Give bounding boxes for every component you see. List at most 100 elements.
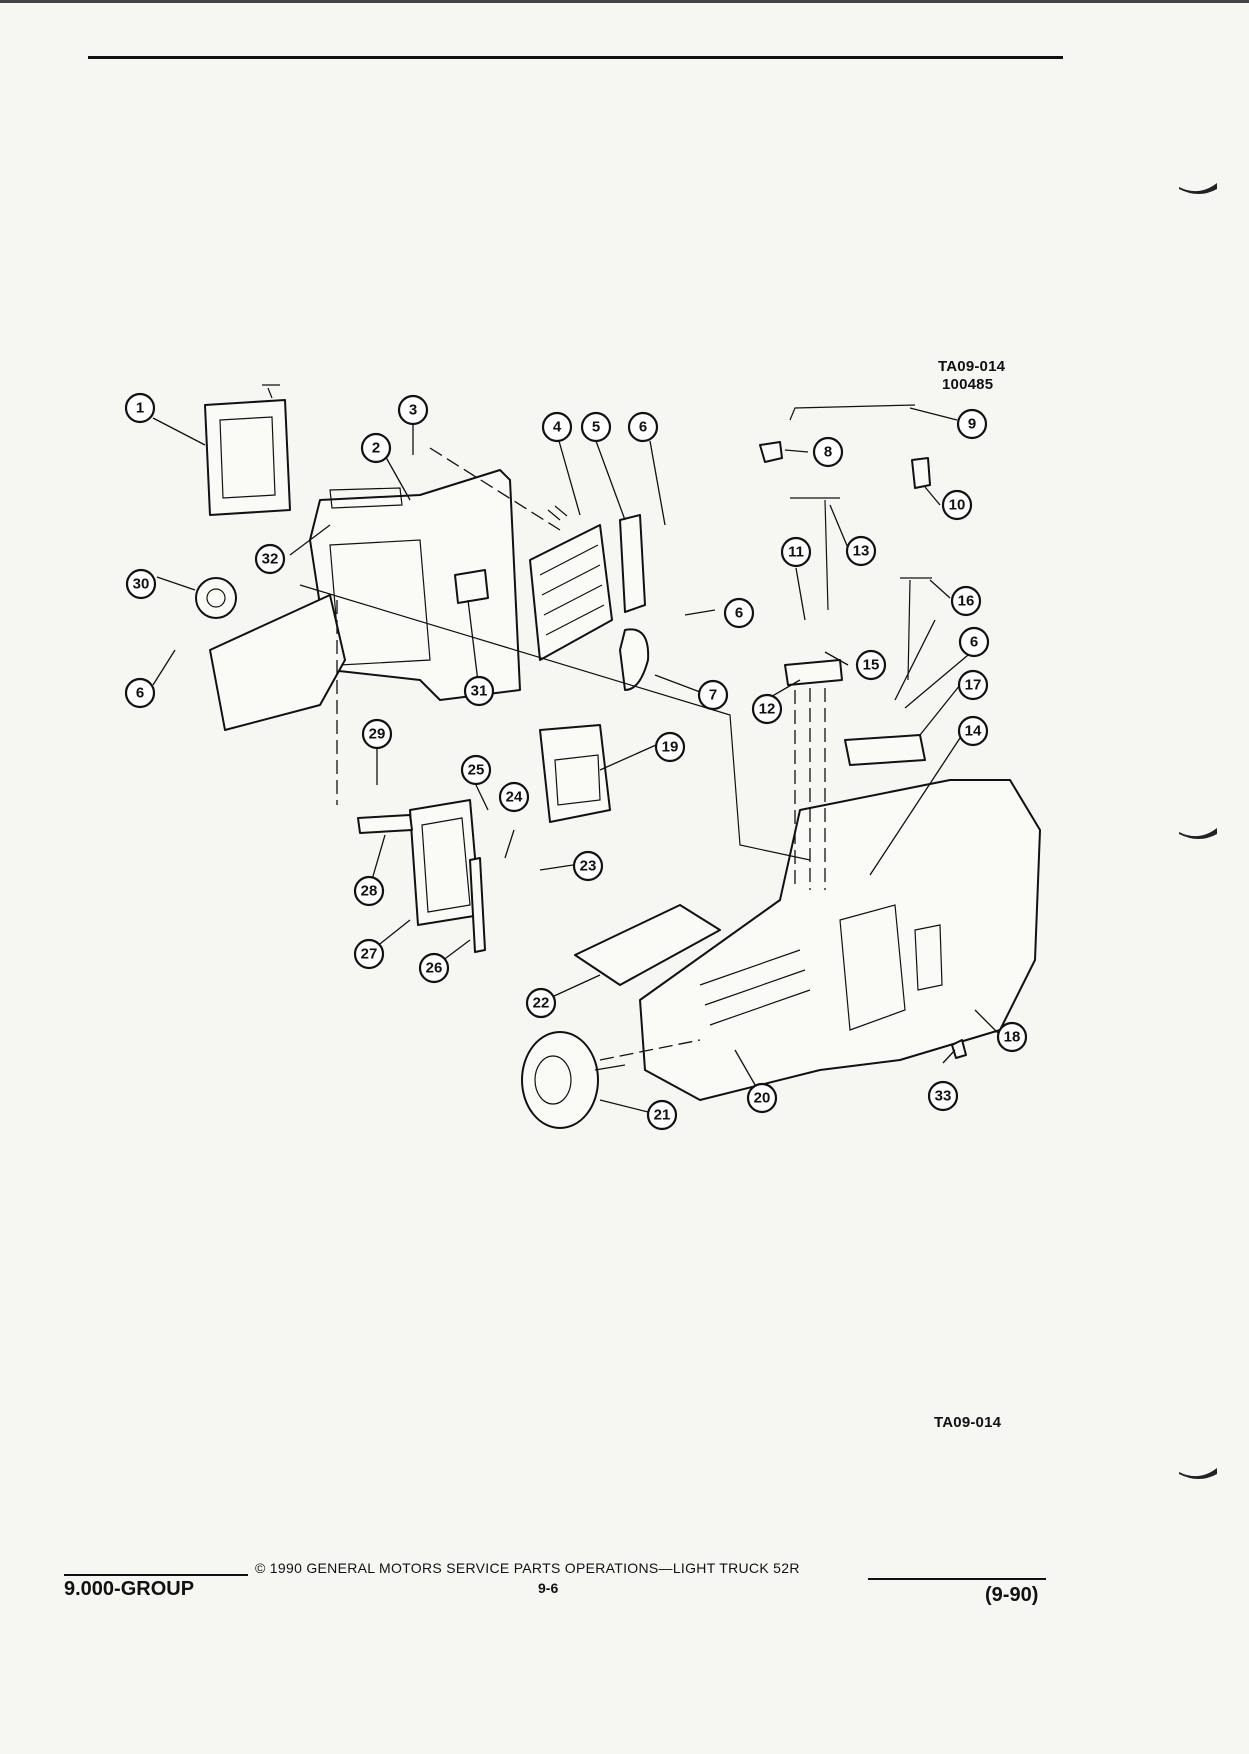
callout-16: 16 (950, 585, 982, 617)
binder-hole-mark (1179, 1468, 1217, 1479)
callout-3: 3 (397, 394, 429, 426)
figure-code: TA09-014 (938, 358, 1006, 375)
svg-text:27: 27 (361, 946, 378, 963)
callout-6-top: 6 (627, 411, 659, 443)
part-17-bracket (844, 734, 926, 766)
part-1-door (204, 384, 291, 516)
leader-dashed (599, 1039, 701, 1061)
binder-hole-mark (1179, 828, 1217, 839)
callout-5: 5 (580, 411, 612, 443)
svg-text:21: 21 (654, 1107, 671, 1124)
callout-29: 29 (361, 718, 393, 750)
footer-date: (9-90) (985, 1584, 1039, 1606)
callout-30: 30 (125, 568, 157, 600)
part-18-housing (639, 779, 1041, 1101)
svg-text:6: 6 (136, 685, 144, 702)
part-9-rod (789, 404, 916, 421)
svg-text:26: 26 (426, 960, 443, 977)
part-13-rod (790, 497, 840, 611)
svg-text:2: 2 (372, 440, 380, 457)
callout-12: 12 (751, 693, 783, 725)
svg-text:17: 17 (965, 677, 982, 694)
part-22-tray (574, 904, 721, 986)
footer-group-rule (64, 1574, 248, 1576)
svg-text:6: 6 (970, 634, 978, 651)
footer-copyright: © 1990 GENERAL MOTORS SERVICE PARTS OPER… (255, 1560, 800, 1576)
callout-33: 33 (927, 1080, 959, 1112)
binder-hole-mark (1179, 183, 1217, 194)
callout-22: 22 (525, 987, 557, 1019)
svg-text:1: 1 (136, 400, 144, 417)
svg-text:31: 31 (471, 683, 488, 700)
part-16-rod (900, 577, 932, 681)
callout-24: 24 (498, 781, 530, 813)
svg-text:30: 30 (133, 576, 150, 593)
part-5-seal (619, 514, 646, 613)
part-28-plate (357, 814, 413, 834)
svg-text:23: 23 (580, 858, 597, 875)
svg-text:11: 11 (788, 544, 804, 561)
footer-copyright-rule (868, 1578, 1046, 1580)
part-30-plate (195, 577, 346, 731)
svg-text:12: 12 (759, 701, 776, 718)
part-7-lever (619, 628, 650, 691)
callout-8: 8 (812, 436, 844, 468)
page-top-edge (0, 0, 1249, 3)
svg-text:25: 25 (468, 762, 485, 779)
callout-2: 2 (360, 432, 392, 464)
figure-number: 100485 (942, 376, 994, 393)
svg-text:22: 22 (533, 995, 550, 1012)
callout-14: 14 (957, 715, 989, 747)
callout-19: 19 (654, 731, 686, 763)
callout-1: 1 (124, 392, 156, 424)
svg-text:5: 5 (592, 419, 600, 436)
svg-text:32: 32 (262, 551, 279, 568)
svg-text:28: 28 (361, 883, 378, 900)
footer-group: 9.000-GROUP (64, 1578, 195, 1600)
svg-text:24: 24 (506, 789, 523, 806)
svg-text:6: 6 (735, 605, 743, 622)
part-31 (454, 569, 489, 604)
svg-text:33: 33 (935, 1088, 952, 1105)
svg-text:29: 29 (369, 726, 386, 743)
callout-6-left: 6 (124, 677, 156, 709)
svg-text:15: 15 (863, 657, 880, 674)
svg-text:14: 14 (965, 723, 982, 740)
svg-text:7: 7 (709, 687, 717, 704)
callout-6-right: 6 (958, 626, 990, 658)
svg-text:13: 13 (853, 543, 870, 560)
footer-page-number: 9-6 (538, 1580, 559, 1596)
part-2-case (309, 469, 521, 701)
callout-18: 18 (996, 1021, 1028, 1053)
callout-11: 11 (780, 536, 812, 568)
svg-text:18: 18 (1004, 1029, 1021, 1046)
callout-6-mid: 6 (723, 597, 755, 629)
callout-4: 4 (541, 411, 573, 443)
callout-25: 25 (460, 754, 492, 786)
part-12-bracket (784, 659, 843, 686)
callout-17: 17 (957, 669, 989, 701)
callout-23: 23 (572, 850, 604, 882)
svg-text:3: 3 (409, 402, 417, 419)
svg-text:9: 9 (968, 416, 976, 433)
leader-dashed (794, 688, 826, 890)
header-rule (88, 56, 1063, 59)
svg-text:19: 19 (662, 739, 679, 756)
part-4-core (529, 505, 613, 661)
part-10-grommet (911, 457, 931, 489)
part-26-link (469, 857, 486, 953)
part-21-actuator (521, 1031, 626, 1129)
leader-long (299, 584, 811, 861)
callout-15: 15 (855, 649, 887, 681)
part-33-screw (951, 1039, 967, 1059)
svg-text:10: 10 (949, 497, 966, 514)
svg-text:8: 8 (824, 444, 832, 461)
bottom-figure-code: TA09-014 (934, 1414, 1002, 1431)
callout-9: 9 (956, 408, 988, 440)
svg-text:20: 20 (754, 1090, 771, 1107)
callout-13: 13 (845, 535, 877, 567)
callout-26: 26 (418, 952, 450, 984)
svg-text:4: 4 (553, 419, 562, 436)
callout-32: 32 (254, 543, 286, 575)
callout-20: 20 (746, 1082, 778, 1114)
